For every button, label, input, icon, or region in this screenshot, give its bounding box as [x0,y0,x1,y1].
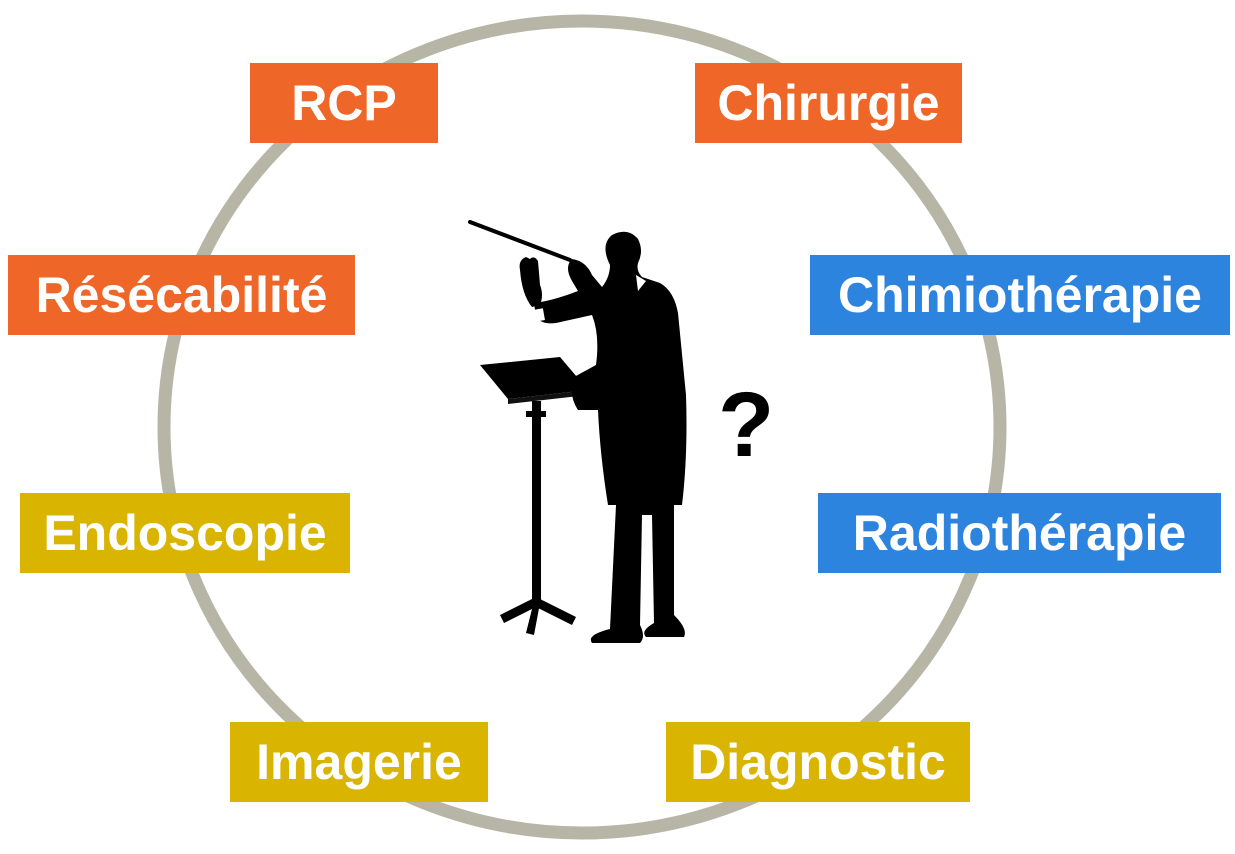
orchestra-conductor-silhouette-icon [468,220,687,644]
node-chimiotherapie: Chimiothérapie [810,255,1230,335]
node-chirurgie: Chirurgie [695,63,962,143]
node-imagerie: Imagerie [230,722,488,802]
question-mark: ? [718,374,775,476]
node-radiotherapie: Radiothérapie [818,493,1221,573]
node-resecabilite: Résécabilité [8,255,355,335]
node-endoscopie: Endoscopie [20,493,350,573]
node-rcp: RCP [250,63,438,143]
node-diagnostic: Diagnostic [666,722,970,802]
